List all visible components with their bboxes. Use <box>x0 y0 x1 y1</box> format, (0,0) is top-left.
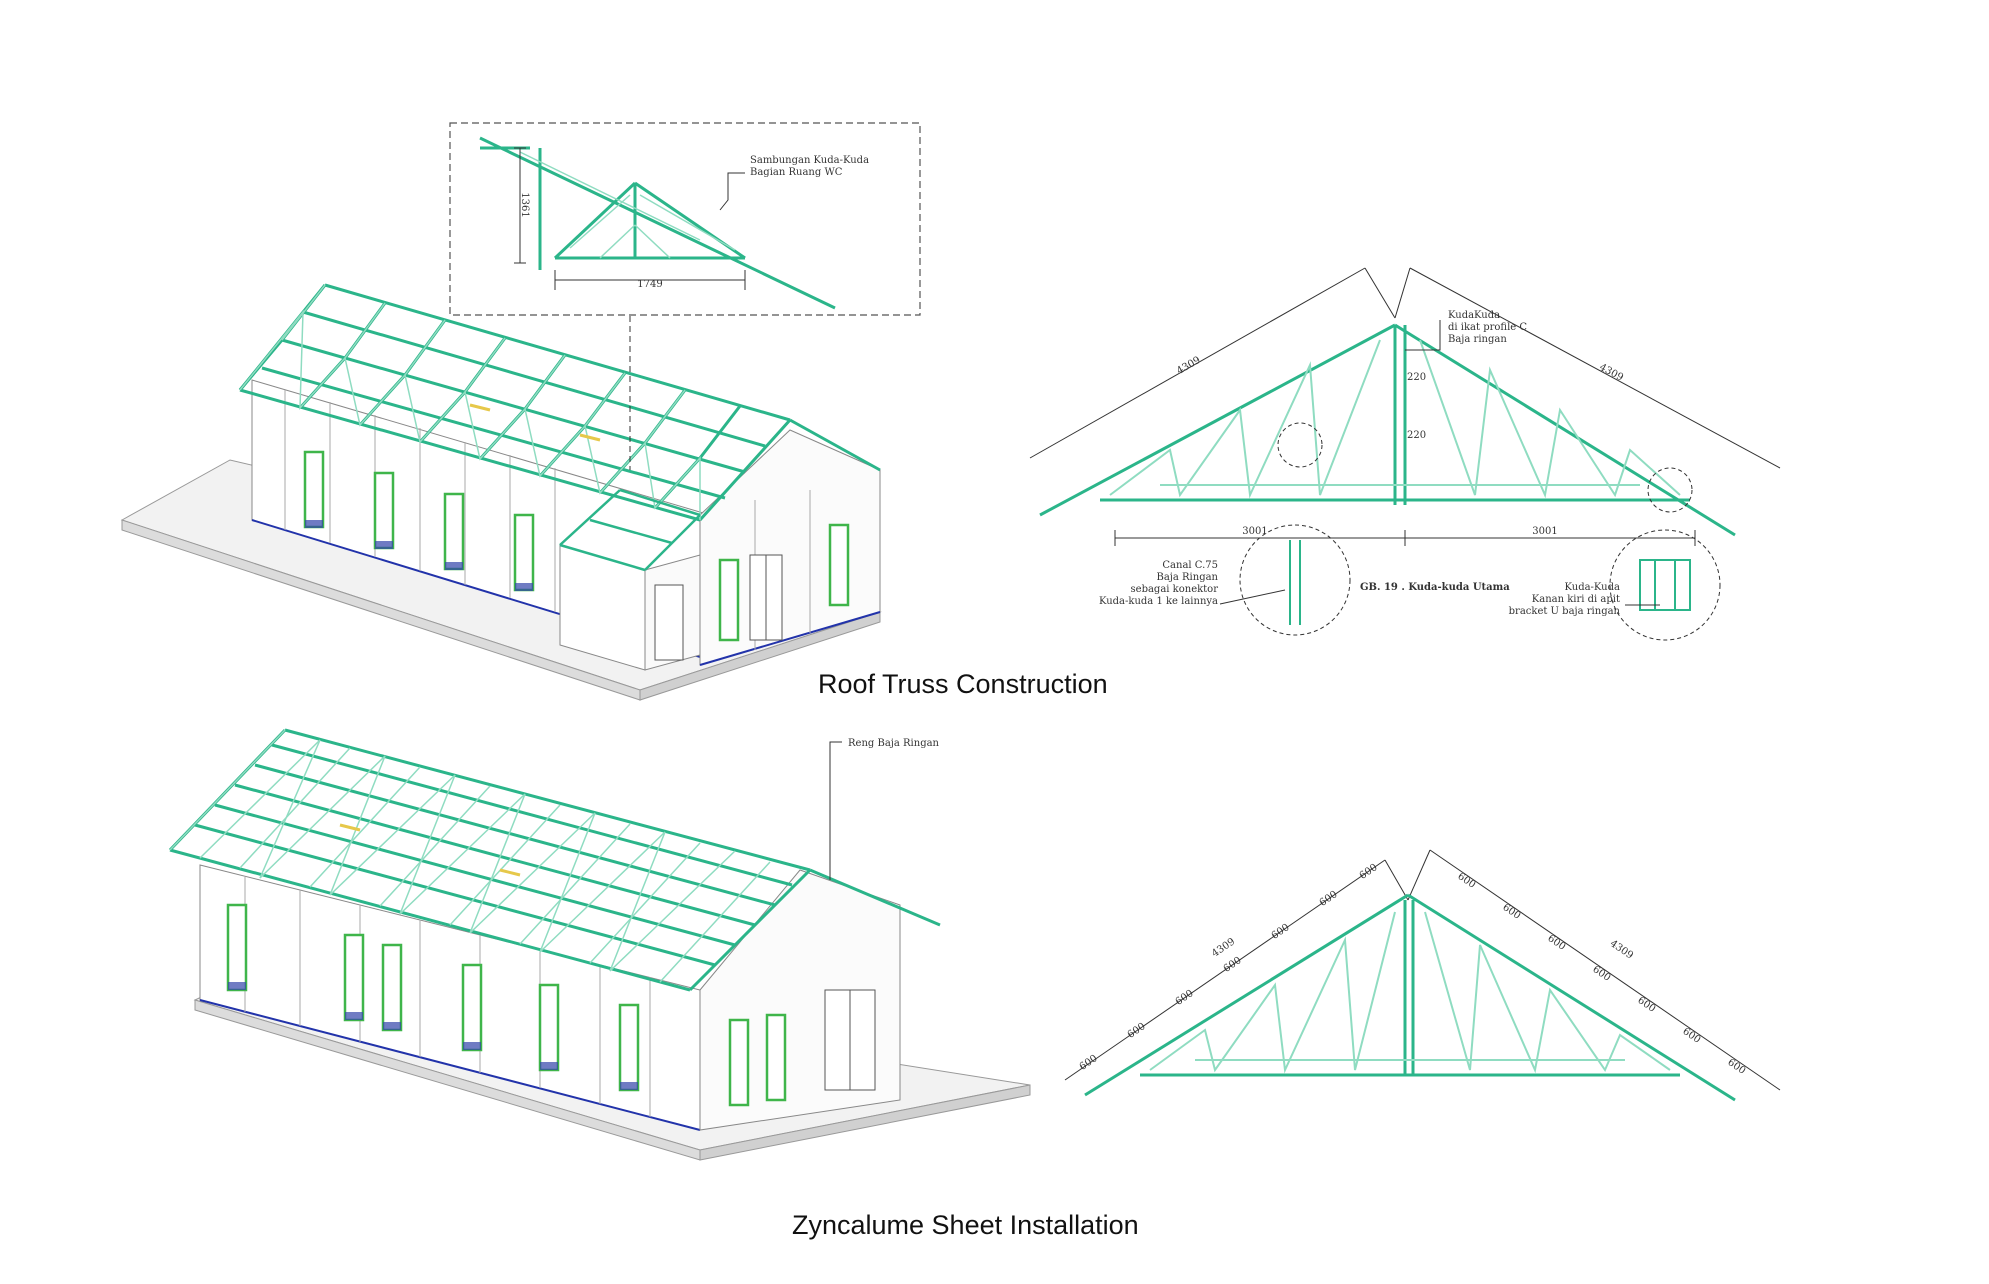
detail-label-line2: Bagian Ruang WC <box>750 167 843 178</box>
svg-text:600: 600 <box>1500 902 1522 922</box>
svg-text:600: 600 <box>1126 1021 1148 1041</box>
main-truss-elevation: 4309 4309 220 220 3001 3001 <box>1029 267 1781 641</box>
left-note-1: Canal C.75 <box>1162 560 1218 571</box>
right-note-2: Kanan kiri di apit <box>1532 594 1620 605</box>
main-right-slope: 4309 <box>1597 362 1625 384</box>
detail-box: 1361 1749 Sambungan Kuda-Kuda Bagian Rua… <box>449 122 921 316</box>
batten-left-slope: 4309 <box>1210 936 1237 959</box>
batten-right-slope: 4309 <box>1608 938 1635 961</box>
svg-text:600: 600 <box>1455 871 1477 891</box>
main-post-dim-2: 220 <box>1407 430 1426 441</box>
svg-text:600: 600 <box>1078 1053 1100 1073</box>
spacing-labels-left: 600 600 600 600 600 600 600 <box>1078 862 1380 1073</box>
left-note-3: sebagai konektor <box>1131 584 1219 595</box>
svg-text:600: 600 <box>1725 1057 1747 1077</box>
svg-text:600: 600 <box>1545 933 1567 953</box>
main-left-slope: 4309 <box>1175 355 1203 377</box>
svg-text:600: 600 <box>1358 862 1380 882</box>
right-note-3: bracket U baja ringan <box>1509 606 1621 617</box>
right-note-1: Kuda-Kuda <box>1565 582 1621 593</box>
main-right-span: 3001 <box>1532 526 1557 537</box>
svg-text:600: 600 <box>1590 964 1612 984</box>
main-post-dim-1: 220 <box>1407 372 1426 383</box>
main-figure-title: GB. 19 . Kuda-kuda Utama <box>1360 582 1510 593</box>
left-note-4: Kuda-kuda 1 ke lainnya <box>1099 596 1218 607</box>
detail-label-line1: Sambungan Kuda-Kuda <box>750 155 869 166</box>
svg-text:600: 600 <box>1222 955 1244 975</box>
left-note-2: Baja Ringan <box>1156 572 1218 583</box>
main-left-span: 3001 <box>1242 526 1267 537</box>
svg-text:600: 600 <box>1174 988 1196 1008</box>
post-note-3: Baja ringan <box>1448 334 1507 345</box>
caption-zyncalume: Zyncalume Sheet Installation <box>792 1210 1139 1240</box>
spacing-labels-right: 600 600 600 600 600 600 600 <box>1455 871 1747 1077</box>
caption-roof-truss: Roof Truss Construction <box>818 669 1108 699</box>
svg-text:600: 600 <box>1635 995 1657 1015</box>
svg-text:600: 600 <box>1680 1026 1702 1046</box>
post-note-1: KudaKuda <box>1448 310 1500 321</box>
batten-spacing-truss: 4309 4309 600 600 600 600 600 600 600 60… <box>1064 849 1781 1102</box>
reng-label: Reng Baja Ringan <box>848 738 940 749</box>
post-note-2: di ikat profile C <box>1448 322 1527 333</box>
svg-text:600: 600 <box>1270 922 1292 942</box>
detail-height-dim: 1361 <box>519 192 530 217</box>
isometric-building-battens: Reng Baja Ringan <box>168 728 1031 1161</box>
detail-width-dim: 1749 <box>637 279 662 290</box>
svg-text:600: 600 <box>1318 889 1340 909</box>
isometric-building-roof-truss <box>120 283 882 701</box>
